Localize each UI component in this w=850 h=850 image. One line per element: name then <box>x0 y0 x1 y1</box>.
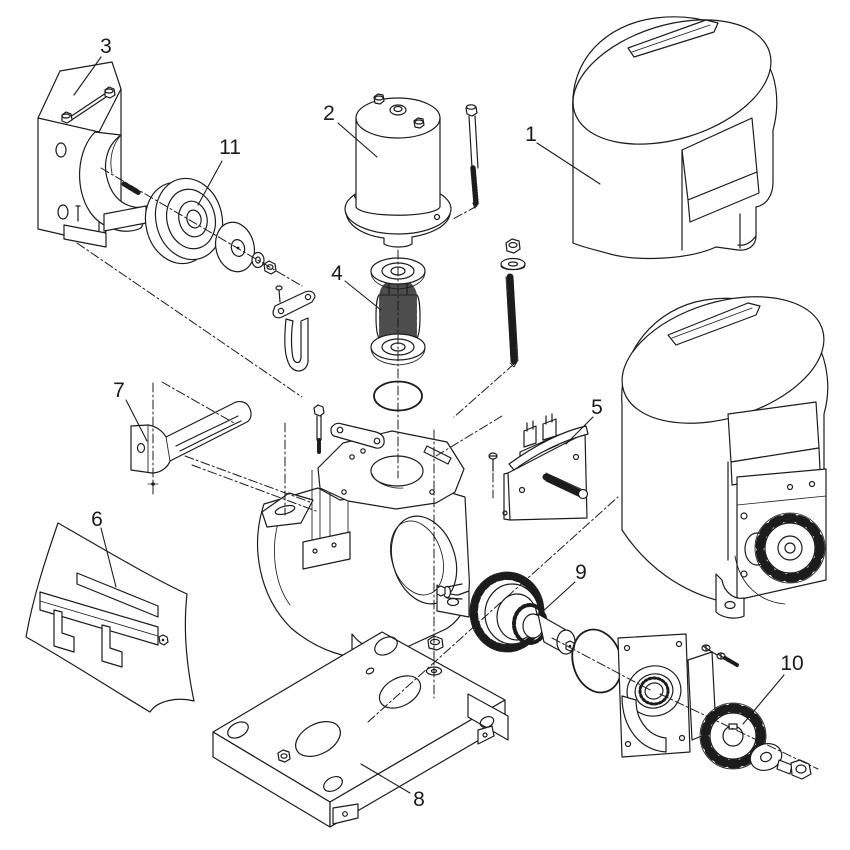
assembled-drive-unit <box>621 296 829 619</box>
part-7-release-lever <box>130 401 252 474</box>
clamp-strap <box>272 285 316 372</box>
threaded-stud <box>500 238 526 368</box>
part-6-rack-on-gate <box>25 522 195 713</box>
part-1-cover <box>572 16 778 260</box>
part-label-3: 3 <box>100 35 112 58</box>
part-label-6: 6 <box>91 508 103 531</box>
part-3-mounting-bracket <box>37 61 153 248</box>
part-label-1: 1 <box>525 123 537 146</box>
part-label-4: 4 <box>331 262 343 285</box>
part-9-output-gear <box>436 571 623 694</box>
part-label-7: 7 <box>113 379 125 402</box>
part-8-base-plate <box>212 631 509 828</box>
part-10-pinion-sprocket-kit <box>617 633 812 780</box>
callout-labels: 1 2 3 4 5 6 7 8 9 10 11 <box>91 35 804 811</box>
hex-bolt-long <box>465 104 479 209</box>
part-label-5: 5 <box>591 396 603 419</box>
part-label-8: 8 <box>413 788 425 811</box>
callout-leader-lines <box>73 56 785 794</box>
part-5-limit-switch-bracket <box>488 413 589 521</box>
datum-point <box>147 482 159 486</box>
gearbox-housing <box>257 404 470 668</box>
part-11-pulley-assembly <box>144 177 277 275</box>
part-label-11: 11 <box>219 136 241 159</box>
part-label-2: 2 <box>323 102 335 125</box>
assembly-centerlines <box>76 167 819 770</box>
part-2-motor <box>344 93 452 248</box>
part-label-9: 9 <box>575 561 587 584</box>
part-label-10: 10 <box>780 652 803 675</box>
